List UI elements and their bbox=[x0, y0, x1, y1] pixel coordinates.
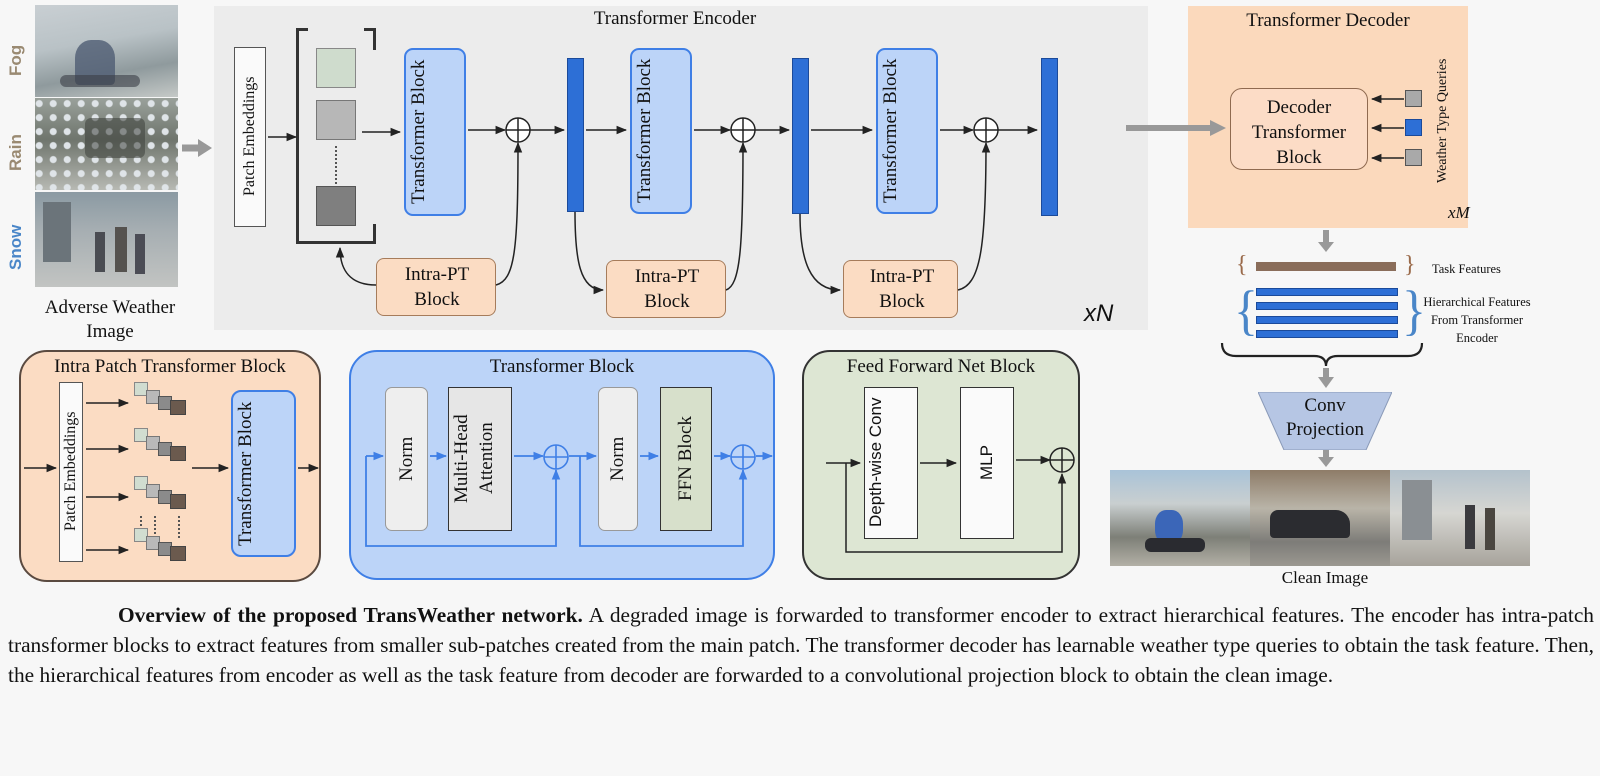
task-feature-bar bbox=[1256, 262, 1396, 271]
task-features-left-brace: { bbox=[1236, 252, 1248, 278]
ffn-add-node bbox=[1049, 447, 1075, 473]
caption-bold: Overview of the proposed TransWeather ne… bbox=[118, 603, 583, 627]
clean-image-caption: Clean Image bbox=[1281, 568, 1369, 587]
input-image-rain bbox=[35, 98, 178, 190]
tb-ffn-block: FFN Block bbox=[660, 387, 712, 531]
patch-grid bbox=[296, 28, 376, 244]
intra-pt-block-1: Intra-PT Block bbox=[376, 258, 496, 316]
conv-to-clean-arrow bbox=[1318, 450, 1334, 467]
patch-2 bbox=[316, 100, 356, 140]
encoder-add-node-2 bbox=[730, 117, 756, 143]
figure-caption: Overview of the proposed TransWeather ne… bbox=[8, 600, 1594, 690]
decoder-transformer-block: Decoder Transformer Block bbox=[1230, 88, 1368, 170]
conv-projection: Conv Projection bbox=[1258, 392, 1392, 450]
input-caption: Adverse Weather Image bbox=[44, 297, 176, 342]
encoder-feature-bar-3 bbox=[1041, 58, 1058, 216]
encoder-add-node-1 bbox=[505, 117, 531, 143]
encoder-feature-bar-1 bbox=[567, 58, 584, 212]
hier-feature-bar-2 bbox=[1256, 302, 1398, 310]
intra-patch-panel-title: Intra Patch Transformer Block bbox=[54, 356, 286, 377]
patch-3 bbox=[316, 186, 356, 226]
hier-feature-bar-4 bbox=[1256, 330, 1398, 338]
hier-features-right-brace: } bbox=[1402, 279, 1426, 341]
decoder-to-features-arrow bbox=[1318, 230, 1334, 252]
weather-query-1 bbox=[1405, 90, 1422, 107]
task-features-right-brace: } bbox=[1404, 252, 1416, 278]
clean-image-1 bbox=[1110, 470, 1250, 566]
caption-text: A degraded image is forwarded to transfo… bbox=[8, 603, 1595, 687]
patch-dots bbox=[335, 146, 337, 192]
encoder-feature-bar-2 bbox=[792, 58, 809, 214]
ffn-depthwise-conv: Depth-wise Conv bbox=[864, 387, 918, 539]
intra-panel-transformer-block: Transformer Block bbox=[231, 390, 296, 557]
sub-patch-grid bbox=[134, 380, 194, 565]
features-bracket bbox=[1220, 342, 1424, 367]
intra-pt-block-2: Intra-PT Block bbox=[606, 260, 726, 318]
patch-1 bbox=[316, 48, 356, 88]
encoder-title: Transformer Encoder bbox=[593, 8, 757, 29]
task-features-label: Task Features bbox=[1432, 262, 1501, 276]
encoder-transformer-block-1: Transformer Block bbox=[404, 48, 466, 216]
tb-attention: Multi-Head Attention bbox=[448, 387, 512, 531]
input-to-encoder-arrow bbox=[182, 139, 212, 157]
encoder-to-decoder-arrow bbox=[1126, 120, 1226, 136]
ffn-mlp: MLP bbox=[960, 387, 1014, 539]
clean-image-3 bbox=[1390, 470, 1530, 566]
transformer-block-panel-title: Transformer Block bbox=[489, 356, 635, 377]
weather-query-3 bbox=[1405, 149, 1422, 166]
hier-feature-bar-1 bbox=[1256, 288, 1398, 296]
intra-panel-patch-embeddings: Patch Embeddings bbox=[59, 382, 83, 562]
input-image-snow bbox=[35, 192, 178, 287]
decoder-title: Transformer Decoder bbox=[1246, 10, 1410, 31]
tb-norm-1: Norm bbox=[385, 387, 428, 531]
tb-add-node-1 bbox=[543, 444, 569, 470]
encoder-transformer-block-3: Transformer Block bbox=[876, 48, 938, 214]
ffn-panel-title: Feed Forward Net Block bbox=[846, 356, 1036, 377]
clean-image-2 bbox=[1250, 470, 1390, 566]
features-to-conv-arrow bbox=[1318, 368, 1334, 388]
encoder-repeat-label: xN bbox=[1084, 300, 1114, 327]
weather-query-2 bbox=[1405, 119, 1422, 136]
tb-add-node-2 bbox=[730, 444, 756, 470]
decoder-repeat-label: xM bbox=[1448, 203, 1470, 222]
hier-features-left-brace: { bbox=[1234, 279, 1258, 341]
hier-feature-bar-3 bbox=[1256, 316, 1398, 324]
patch-embeddings: Patch Embeddings bbox=[234, 47, 266, 227]
hier-features-label: Hierarchical Features From Transformer E… bbox=[1423, 295, 1531, 345]
encoder-add-node-3 bbox=[973, 117, 999, 143]
encoder-transformer-block-2: Transformer Block bbox=[630, 48, 692, 214]
tb-norm-2: Norm bbox=[598, 387, 638, 531]
connector-layer bbox=[24, 94, 1424, 555]
ffn-panel bbox=[802, 350, 1080, 580]
intra-pt-block-3: Intra-PT Block bbox=[843, 260, 958, 318]
input-image-fog bbox=[35, 5, 178, 97]
